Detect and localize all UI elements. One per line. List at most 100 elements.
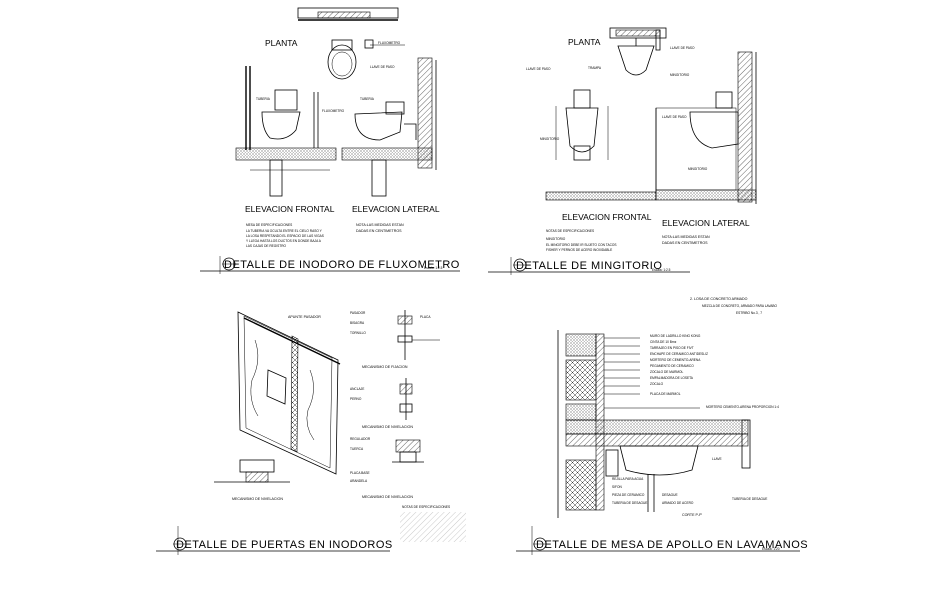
puertas-title-block: DETALLE DE PUERTAS EN INODOROS [156, 526, 393, 555]
inodoro-elevacion-frontal-label: ELEVACION FRONTAL [245, 204, 335, 214]
mesa-header: 2. LOSA DE CONCRETO ARMADO MEZCLA DE CON… [690, 297, 778, 315]
puertas-notes-head: NOTAS DE ESPECIFICACIONES [402, 505, 450, 509]
mesa-right-callout: LLAVE [712, 457, 722, 461]
callout-llave-paso-plan: LLAVE DE PASO [670, 46, 695, 50]
mesa-bottom-callout: SIFON [612, 485, 622, 489]
puertas-nivelacion-detail-1: ANCLAJE PERNO MECANISMO DE NIVELACION [350, 378, 413, 429]
callout-tuberia-lateral: TUBERIA [360, 97, 375, 101]
mesa-layer-callout: PEGAMENTO DE CERAMICO [650, 364, 694, 368]
mesa-layer-callout: ZOCALO DE MARMOL [650, 370, 684, 374]
callout-fluxometro-frontal: FLUXOMETRO [322, 109, 345, 113]
inodoro-spec-line: LA TUBERIA VA OCULTA ENTRE EL CIELO RASO… [246, 229, 323, 233]
mesa-bottom-callouts: REJILLA PARA AGUA SIFON PIEZA DE CERAMIC… [612, 477, 703, 517]
puertas-apunte-label: APUNTE PASADOR [288, 315, 321, 319]
mesa-section [557, 330, 751, 518]
mingitorio-nota-2: DADAS EN CENTIMETROS [662, 241, 708, 245]
inodoro-elevacion-lateral: TUBERIA ELEVACION LATERAL NOTA:LAS MEDID… [341, 57, 440, 233]
puertas-title: DETALLE DE PUERTAS EN INODOROS [176, 539, 393, 551]
mesa-right-callouts: MORTERO CEMENTO-ARENA PROPORCION 1:4 LLA… [706, 405, 779, 501]
puertas-callout: PERNO [350, 397, 362, 401]
puertas-mecanismo-nivelacion-3: MECANISMO DE NIVELACION [232, 497, 283, 501]
inodoro-spec-line: LAS CAJAS DE REGISTRO [246, 244, 287, 248]
mingitorio-elevacion-lateral-label: ELEVACION LATERAL [662, 218, 750, 228]
mesa-layer-callout: PLACA DE MARMOL [650, 392, 681, 396]
inodoro-spec-line: LA LOSA RESPETANDO EL ESPACIO DE LAS VIG… [246, 234, 324, 238]
puertas-nivelacion-detail-3: MECANISMO DE NIVELACION [214, 459, 290, 501]
mesa-layer-callout: CINTA DE 10 Brnz [650, 340, 677, 344]
callout-mingitorio-plan: MINGITORIO [670, 73, 690, 77]
puertas-callout: BISAGRA [350, 321, 365, 325]
puertas-callout: TORNILLO [350, 331, 366, 335]
panel-inodoro: PLANTA FLUXOMETRO LLAVE DE PASO TUBERIA … [200, 7, 460, 274]
inodoro-planta-label: PLANTA [265, 38, 298, 48]
inodoro-specs: MESA DE ESPECIFICACIONES LA TUBERIA VA O… [246, 223, 324, 248]
mesa-bottom-callout: DESAGUE [662, 493, 678, 497]
panel-puertas: APUNTE PASADOR PASADOR BISAGRA TORNILLO … [156, 310, 466, 555]
callout-mingitorio-frontal: MINGITORIO [540, 137, 560, 141]
mesa-title: DETALLE DE MESA DE APOLLO EN LAVAMANOS [536, 539, 808, 551]
mingitorio-scale: Escala: 1:2.5 [652, 268, 671, 272]
callout-trampa: TRAMPA [588, 66, 602, 70]
puertas-callout: PLACA BASE [350, 471, 370, 475]
inodoro-nota-2: DADAS EN CENTIMETROS [356, 229, 402, 233]
mingitorio-title-block: DETALLE DE MINGITORIO Escala: 1:2.5 [488, 257, 690, 275]
mesa-losa-label: 2. LOSA DE CONCRETO ARMADO [690, 297, 748, 301]
puertas-callout: REGULADOR [350, 437, 371, 441]
inodoro-elevacion-frontal: TUBERIA FLUXOMETRO ELEVACION FRONTAL [235, 66, 345, 214]
callout-llave-frontal: LLAVE DE PASO [526, 67, 551, 71]
mesa-layer-callout: EMPALMADORA DE LOSETA [650, 376, 694, 380]
mingitorio-elevacion-frontal: LLAVE DE PASO MINGITORIO ELEVACION FRONT… [526, 67, 657, 222]
mesa-layer-callout: ZOCALO [650, 382, 664, 386]
mesa-right-callout: MORTERO CEMENTO-ARENA PROPORCION 1:4 [706, 405, 779, 409]
mesa-layer-callout: MORTERO DE CEMENTO-ARENA [650, 358, 701, 362]
inodoro-title-block: DETALLE DE INODORO DE FLUXOMETRO Escala:… [200, 256, 460, 274]
mesa-title-block: DETALLE DE MESA DE APOLLO EN LAVAMANOS E… [516, 526, 808, 555]
mingitorio-nota-1: NOTA:LAS MEDIDAS ESTAN [662, 235, 710, 239]
puertas-callout: ARANDELA [350, 479, 368, 483]
panel-mingitorio: PLANTA LLAVE DE PASO TRAMPA MINGITORIO L… [488, 27, 757, 275]
inodoro-title: DETALLE DE INODORO DE FLUXOMETRO [224, 259, 460, 271]
mesa-losa-sub2: ESTRIBO No.3 , 7 [736, 311, 762, 315]
puertas-callout: PASADOR [350, 311, 366, 315]
puertas-mecanismo-nivelacion-2: MECANISMO DE NIVELACION [362, 495, 413, 499]
mingitorio-title: DETALLE DE MINGITORIO [516, 260, 662, 272]
mingitorio-plan: PLANTA LLAVE DE PASO TRAMPA MINGITORIO [568, 27, 695, 77]
puertas-callout: PLACA [420, 315, 431, 319]
inodoro-spec-line: Y LLEGA HASTA LOS DUCTOS EN DONDE BAJA A [246, 239, 322, 243]
mesa-bottom-callout: REJILLA PARA AGUA [612, 477, 644, 481]
mesa-bottom-callout: ARMADO DE ACERO [662, 501, 694, 505]
puertas-callout: TUERCA [350, 447, 364, 451]
puertas-notes: NOTAS DE ESPECIFICACIONES [400, 505, 466, 542]
mingitorio-spec-line: FISHER Y PERNOS DE ACERO INOXIDABLE [546, 248, 612, 252]
mingitorio-elevacion-lateral: LLAVE DE PASO MINGITORIO ELEVACION LATER… [655, 51, 757, 245]
inodoro-plan: PLANTA FLUXOMETRO LLAVE DE PASO [265, 7, 405, 80]
callout-mingitorio-lateral: MINGITORIO [688, 167, 708, 171]
mingitorio-spec-line: EL MINGITORIO DEBE IR SUJETO CON TACOS [546, 243, 617, 247]
mingitorio-planta-label: PLANTA [568, 37, 601, 47]
mesa-layer-callout: TARRAJEO EN PISO DE FIVT [650, 346, 694, 350]
mesa-bottom-callout: PIEZA DE CERAMICO [612, 493, 645, 497]
callout-llave-paso: LLAVE DE PASO [370, 65, 395, 69]
puertas-isometric: APUNTE PASADOR [237, 311, 341, 475]
mesa-layer-callout: ENCHAPE DE CERAMICO ANTIDESLIZ [650, 352, 708, 356]
inodoro-nota-1: NOTA:LAS MEDIDAS ESTAN [356, 223, 404, 227]
mesa-bottom-callout: TUBERIA DE DESAGUE [612, 501, 647, 505]
mesa-corte-label: CORTE P-P' [682, 513, 703, 517]
mesa-scale: Escala: 1:20 [762, 547, 780, 551]
mingitorio-elevacion-frontal-label: ELEVACION FRONTAL [562, 212, 652, 222]
inodoro-spec-head: MESA DE ESPECIFICACIONES [246, 223, 292, 227]
mingitorio-spec-head: NOTAS DE ESPECIFICACIONES [546, 229, 594, 233]
mesa-right-callout: TUBERIA DE DESAGUE [732, 497, 767, 501]
callout-tuberia-frontal: TUBERIA [256, 97, 271, 101]
mesa-losa-sub1: MEZCLA DE CONCRETO, ARMADO PARA LAVABO [702, 304, 778, 308]
panel-mesa: 2. LOSA DE CONCRETO ARMADO MEZCLA DE CON… [516, 297, 808, 555]
mesa-layer-callout: MURO DE LADRILLO KING KONG [650, 334, 701, 338]
mesa-layer-callouts: MURO DE LADRILLO KING KONG CINTA DE 10 B… [650, 334, 708, 396]
callout-fluxometro-plan: FLUXOMETRO [378, 41, 401, 45]
puertas-callout: ANCLAJE [350, 387, 364, 391]
puertas-mecanismo-fijacion: MECANISMO DE FIJACION [362, 365, 408, 369]
mingitorio-spec-line: MINGITORIO [546, 237, 566, 241]
puertas-nivelacion-detail-2: REGULADOR TUERCA PLACA BASE ARANDELA MEC… [350, 437, 424, 499]
puertas-mecanismo-nivelacion-1: MECANISMO DE NIVELACION [362, 425, 413, 429]
